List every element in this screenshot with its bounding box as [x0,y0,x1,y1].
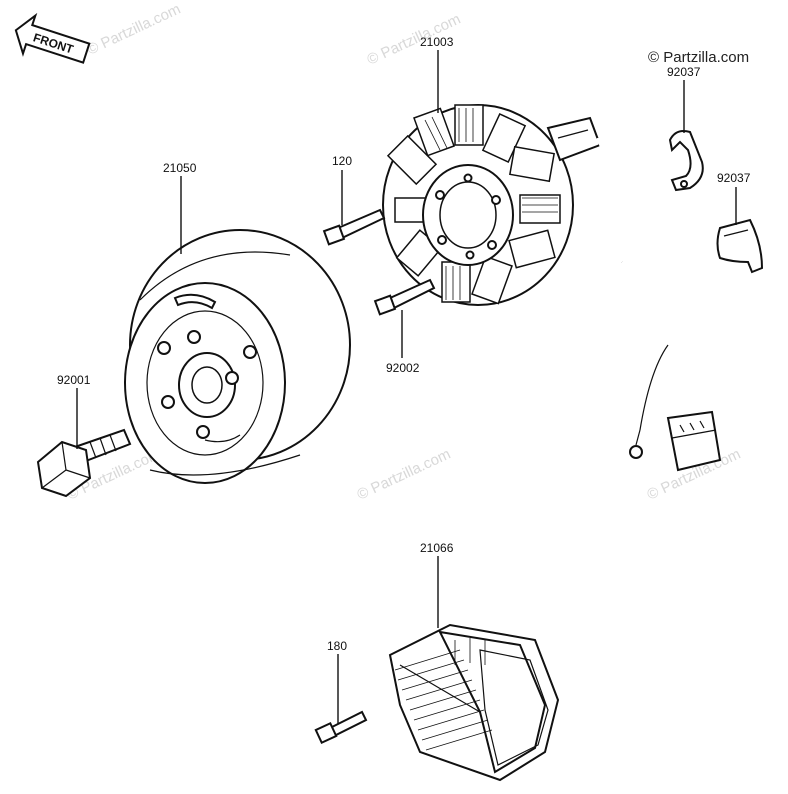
watermark-corner: © Partzilla.com [648,49,749,66]
part-labels: 21003 92037 92037 120 21050 92002 92001 … [57,35,751,653]
label-120: 120 [332,154,352,168]
label-21066: 21066 [420,541,454,555]
stator [382,104,722,472]
flywheel-rotor [124,229,351,484]
label-92037-lower: 92037 [717,171,751,185]
bolt-92001 [36,428,132,498]
label-92037-upper: 92037 [667,65,701,79]
bolt-92002 [373,278,436,316]
bolt-180 [314,710,368,745]
label-21050: 21050 [163,161,197,175]
regulator-rectifier [388,623,560,782]
label-92001: 92001 [57,373,91,387]
clamp-upper [668,130,704,192]
label-21003: 21003 [420,35,454,49]
bolt-120 [322,208,386,246]
leader-lines [76,50,737,724]
clamp-lower [716,218,764,274]
label-92002: 92002 [386,361,420,375]
watermark-1: © Partzilla.com [85,1,184,59]
watermark-4: © Partzilla.com [355,446,454,504]
label-180: 180 [327,639,347,653]
front-arrow: FRONT [14,12,91,64]
